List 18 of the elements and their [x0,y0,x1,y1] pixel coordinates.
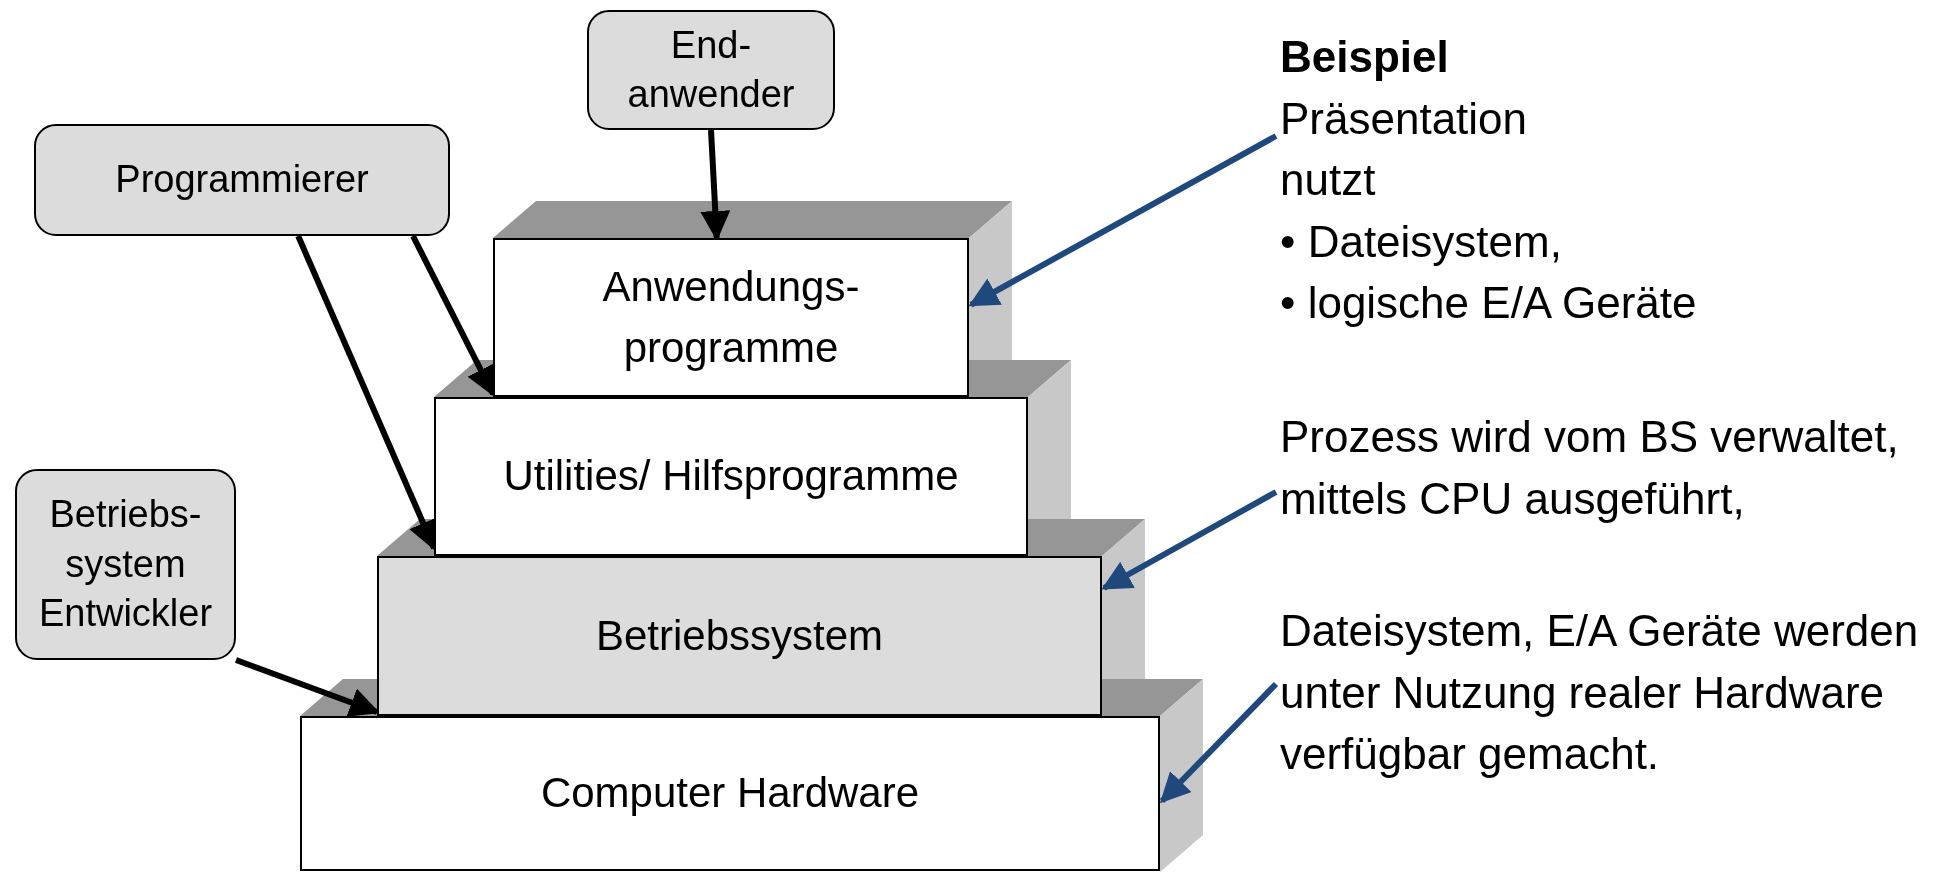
note-text: Dateisystem, E/A Geräte werden unter Nutzung realer Hardware verfügbar gemacht. [1280,600,1940,790]
note-text: Prozess wird vom BS verwaltet, mittels CPU ausgeführt, [1280,406,1940,596]
arrow [700,129,731,241]
heading-text: Beispiel [1280,31,1449,83]
arrow [968,133,1278,308]
arrow [1159,681,1279,804]
layer-block: Computer Hardware [300,716,1160,871]
layer-block: Betriebssystem [377,556,1102,716]
body-text: • logische E/A Geräte [1280,277,1697,330]
actor-box: End- anwender [587,10,835,130]
arrow [1101,489,1278,591]
layer-block: Anwendungs- programme [493,238,969,397]
layer-block: Utilities/ Hilfsprogramme [434,397,1028,556]
actor-box: Betriebs- system Entwickler [15,469,236,660]
body-text: • Dateisystem, [1280,215,1562,268]
actor-box: Programmierer [34,124,450,236]
body-text: Präsentation [1280,92,1528,145]
body-text: nutzt [1280,154,1376,207]
